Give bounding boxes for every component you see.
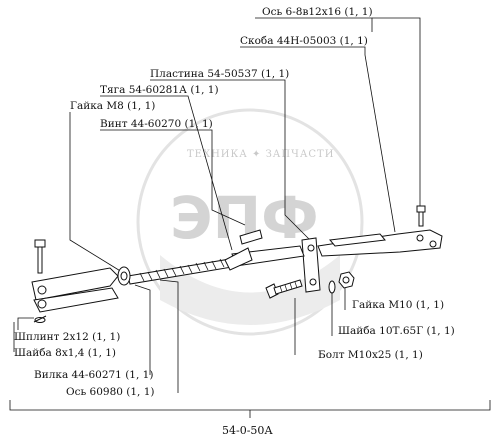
cotter-shplint [33,315,47,323]
watermark-ring [136,108,364,336]
watermark-top-text: ТЕХНИКА ✦ ЗАПЧАСТИ [187,149,334,160]
leader-shplint [17,317,34,330]
leader-plastina [150,79,311,241]
leader-skoba [240,46,396,233]
label-vint: Винт 44-60270 (1, 1) [100,118,213,130]
assembly-bracket [9,400,491,418]
leader-vint [100,129,246,226]
leader-os60980 [159,279,179,393]
label-vilka: Вилка 44-60271 (1, 1) [34,369,153,381]
bracket-skoba [317,229,443,257]
parts [31,205,443,323]
pin-os60980 [34,239,46,274]
assembly-code: 54-0-50А [222,424,273,437]
rod-tyaga [127,245,305,285]
fork-vilka [31,267,119,313]
leader-tyaga [100,95,233,251]
leader-gaika-m8 [69,112,123,273]
label-shaiba-10t: Шайба 10Т.65Г (1, 1) [338,325,455,337]
label-bolt: Болт М10х25 (1, 1) [318,349,423,361]
watermark: ТЕХНИКА ✦ ЗАПЧАСТИ ЭПФ [136,108,364,336]
washer-10t [328,280,336,294]
plate-plastina [301,237,321,293]
label-shplint: Шплинт 2х12 (1, 1) [14,331,120,343]
label-os60980: Ось 60980 (1, 1) [66,386,155,398]
label-gaika-m8: Гайка М8 (1, 1) [70,100,155,112]
label-gaika-m10: Гайка М10 (1, 1) [352,299,444,311]
label-skoba: Скоба 44Н-05003 (1, 1) [240,35,368,47]
leader-lines [13,17,421,393]
screw-vint [239,229,263,245]
bolt-m10 [265,279,303,299]
nut-m10 [338,271,355,289]
leader-vilka [134,284,151,375]
label-plastina: Пластина 54-50537 (1, 1) [150,68,289,80]
label-tyaga: Тяга 54-60281А (1, 1) [100,84,219,96]
pin-os6 [416,205,426,227]
label-os-6: Ось 6-8в12х16 (1, 1) [262,6,373,18]
leader-os6 [372,17,421,210]
labels: Ось 6-8в12х16 (1, 1) Скоба 44Н-05003 (1,… [14,6,455,398]
label-shaiba-8x1: Шайба 8х1,4 (1, 1) [14,347,116,359]
nut-m8 [117,266,131,286]
